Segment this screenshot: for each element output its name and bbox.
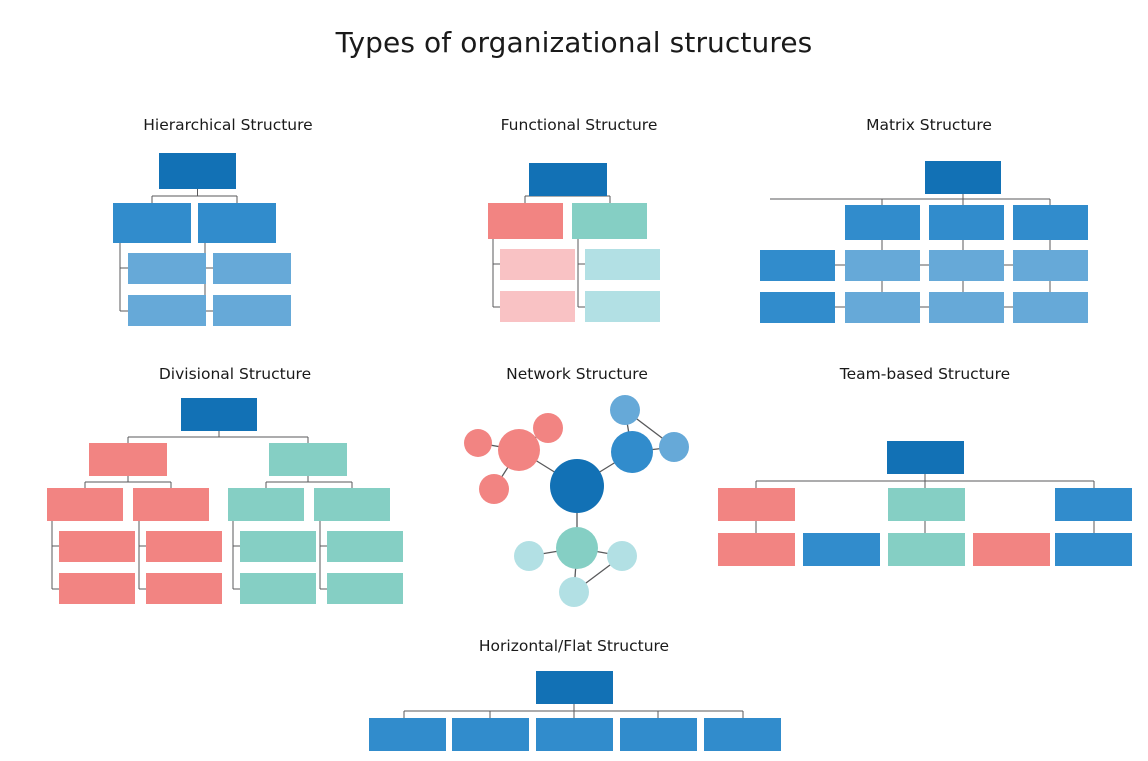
node-box-peer-4[interactable] (620, 718, 697, 751)
node-box-div-right[interactable] (269, 443, 347, 476)
node-box-peer-2[interactable] (452, 718, 529, 751)
node-box-dept-right[interactable] (572, 203, 647, 239)
panel-title-matrix: Matrix Structure (866, 116, 992, 134)
panel-title-functional: Functional Structure (500, 116, 658, 134)
node-box-leaf-l1-a[interactable] (59, 531, 135, 562)
network-node-node-red-left[interactable] (464, 429, 492, 457)
node-box-root[interactable] (536, 671, 613, 704)
node-box-peer-1[interactable] (369, 718, 446, 751)
node-box-sub-left-b[interactable] (500, 291, 575, 322)
node-box-level3-right-b[interactable] (213, 295, 291, 326)
node-box-member-1[interactable] (718, 533, 795, 566)
node-box-leaf-r1-b[interactable] (240, 573, 316, 604)
node-box-member-2[interactable] (803, 533, 880, 566)
network-node-node-red-bottom[interactable] (479, 474, 509, 504)
node-box-level2-right[interactable] (198, 203, 276, 243)
node-box-row-head-2[interactable] (760, 292, 835, 323)
node-box-leaf-l2-a[interactable] (146, 531, 222, 562)
node-box-leaf-r2-b[interactable] (327, 573, 403, 604)
network-node-node-red-top[interactable] (533, 413, 563, 443)
node-box-peer-3[interactable] (536, 718, 613, 751)
node-box-root[interactable] (887, 441, 964, 474)
node-box-team-lead-1[interactable] (718, 488, 795, 521)
node-box-level3-left-a[interactable] (128, 253, 206, 284)
node-box-unit-r1[interactable] (228, 488, 304, 521)
node-box-leaf-l1-b[interactable] (59, 573, 135, 604)
node-box-cell-2-1[interactable] (845, 292, 920, 323)
node-box-root[interactable] (181, 398, 257, 431)
node-box-div-left[interactable] (89, 443, 167, 476)
node-box-col-head-1[interactable] (845, 205, 920, 240)
node-box-leaf-r1-a[interactable] (240, 531, 316, 562)
node-box-root[interactable] (925, 161, 1001, 194)
node-box-team-lead-2[interactable] (888, 488, 965, 521)
node-box-member-4[interactable] (973, 533, 1050, 566)
node-box-root[interactable] (529, 163, 607, 196)
node-box-cell-1-2[interactable] (929, 250, 1004, 281)
node-box-root[interactable] (159, 153, 236, 189)
node-box-leaf-l2-b[interactable] (146, 573, 222, 604)
network-node-node-blue-top[interactable] (610, 395, 640, 425)
panel-title-horizontal-flat: Horizontal/Flat Structure (478, 637, 670, 655)
node-box-cell-2-3[interactable] (1013, 292, 1088, 323)
node-box-col-head-3[interactable] (1013, 205, 1088, 240)
node-box-team-lead-3[interactable] (1055, 488, 1132, 521)
node-box-col-head-2[interactable] (929, 205, 1004, 240)
panel-title-divisional: Divisional Structure (158, 365, 312, 383)
network-node-hub-blue[interactable] (611, 431, 653, 473)
network-node-node-blue-right[interactable] (659, 432, 689, 462)
node-box-sub-right-b[interactable] (585, 291, 660, 322)
node-box-member-3[interactable] (888, 533, 965, 566)
node-box-row-head-1[interactable] (760, 250, 835, 281)
network-node-hub-red[interactable] (498, 429, 540, 471)
node-box-sub-left-a[interactable] (500, 249, 575, 280)
node-box-cell-1-1[interactable] (845, 250, 920, 281)
node-box-peer-5[interactable] (704, 718, 781, 751)
network-node-hub-teal[interactable] (556, 527, 598, 569)
page-title: Types of organizational structures (335, 26, 813, 59)
node-box-member-5[interactable] (1055, 533, 1132, 566)
node-box-level3-right-a[interactable] (213, 253, 291, 284)
panel-title-hierarchical: Hierarchical Structure (143, 116, 313, 134)
node-box-level3-left-b[interactable] (128, 295, 206, 326)
node-box-unit-r2[interactable] (314, 488, 390, 521)
panel-title-network: Network Structure (506, 365, 648, 383)
node-box-cell-1-3[interactable] (1013, 250, 1088, 281)
panel-title-team-based: Team-based Structure (839, 365, 1011, 383)
network-node-hub-center[interactable] (550, 459, 604, 513)
node-box-leaf-r2-a[interactable] (327, 531, 403, 562)
network-node-node-teal-right[interactable] (607, 541, 637, 571)
node-box-dept-left[interactable] (488, 203, 563, 239)
node-box-sub-right-a[interactable] (585, 249, 660, 280)
node-box-unit-l2[interactable] (133, 488, 209, 521)
network-node-node-teal-left[interactable] (514, 541, 544, 571)
node-box-unit-l1[interactable] (47, 488, 123, 521)
node-box-level2-left[interactable] (113, 203, 191, 243)
network-node-node-teal-bottom[interactable] (559, 577, 589, 607)
node-box-cell-2-2[interactable] (929, 292, 1004, 323)
